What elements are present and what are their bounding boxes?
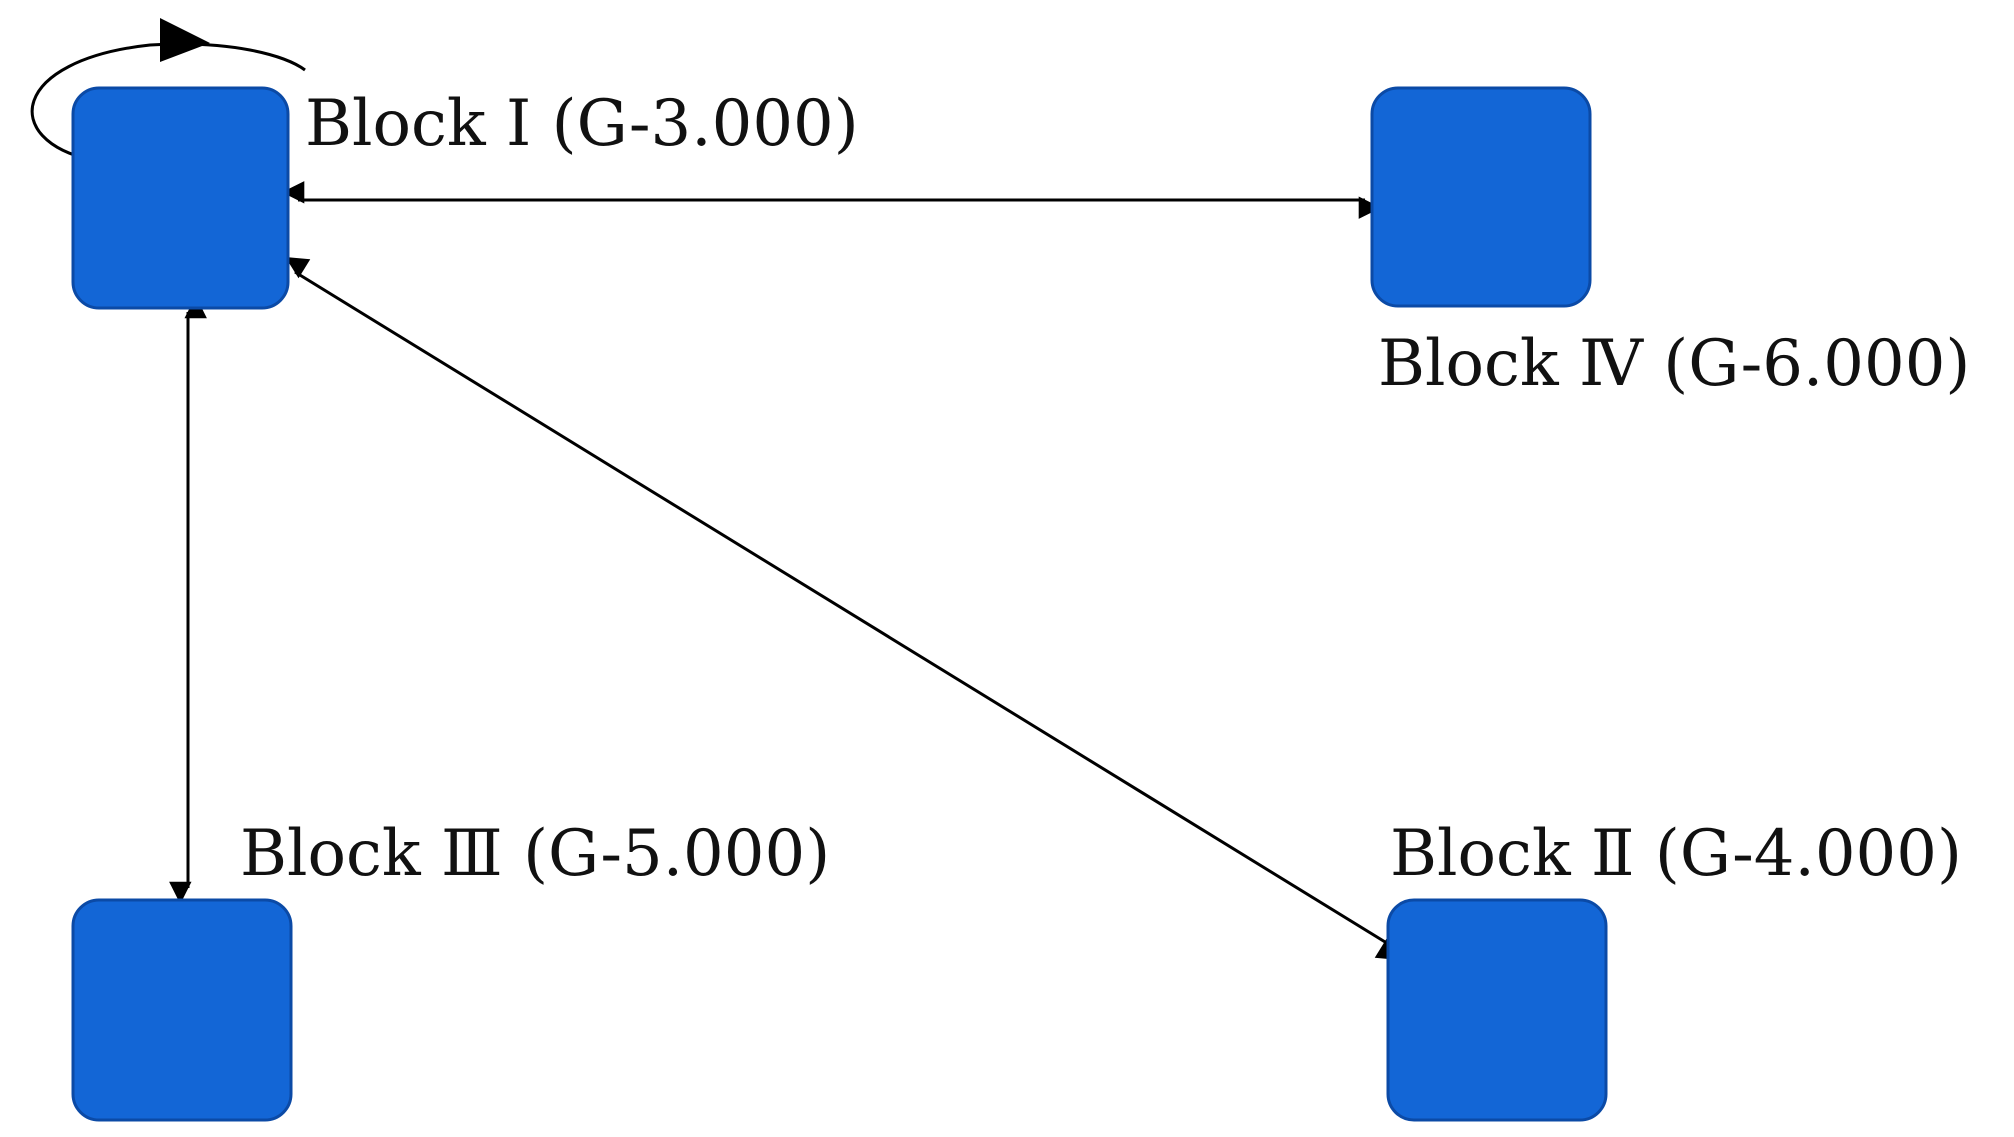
block-4-label: Block Ⅳ (G-6.000) — [1378, 327, 1970, 401]
block-1-label: Block Ⅰ (G-3.000) — [305, 87, 859, 161]
edge-block-1-self-loop — [30, 42, 306, 162]
block-2-node — [1386, 898, 1608, 1122]
edges — [30, 18, 1400, 960]
block-4-node — [1370, 86, 1592, 308]
block-3-node — [71, 898, 293, 1122]
block-3-label: Block Ⅲ (G-5.000) — [240, 817, 830, 891]
self-loop-arrowhead — [160, 18, 210, 62]
labels: Block Ⅰ (G-3.000) Block Ⅳ (G-6.000) Bloc… — [240, 87, 1970, 891]
edge-block-1-block-2 — [285, 257, 1400, 960]
block-2-label: Block Ⅱ (G-4.000) — [1390, 817, 1962, 891]
blocks — [71, 86, 1608, 1122]
block-1-node — [71, 86, 290, 310]
